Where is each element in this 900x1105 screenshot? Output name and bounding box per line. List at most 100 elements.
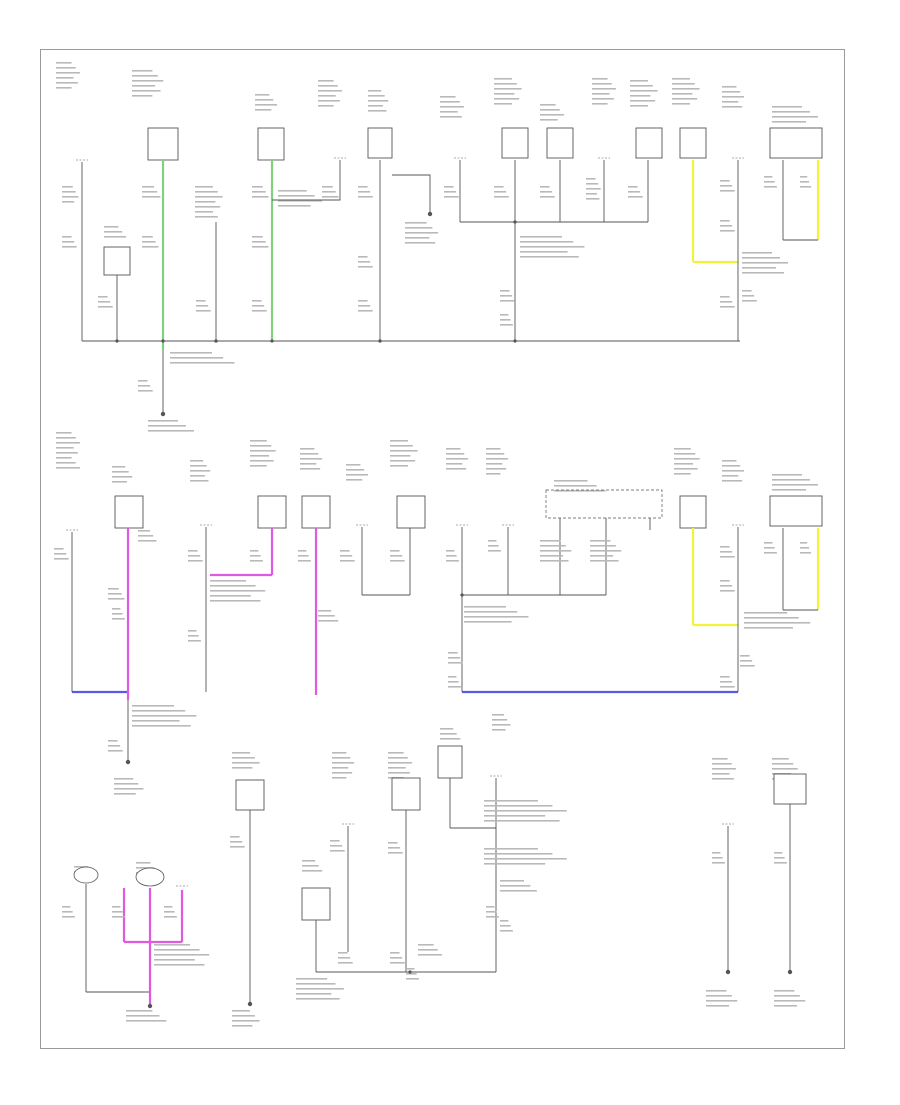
label-text (500, 885, 531, 887)
label-text (540, 196, 555, 198)
label-text (62, 191, 76, 193)
label-text (332, 777, 347, 779)
label-text (464, 616, 529, 618)
label-text (772, 489, 806, 491)
label-text (500, 930, 513, 932)
label-text (540, 550, 572, 552)
label-text (126, 1010, 153, 1012)
label-text (720, 190, 735, 192)
label-text (446, 448, 461, 450)
label-text (446, 453, 465, 455)
label-text (494, 83, 517, 85)
module-outline (545, 489, 663, 519)
label-text (232, 1015, 255, 1017)
label-text (500, 319, 511, 321)
component-box (769, 127, 823, 159)
ground-g201 (125, 759, 131, 765)
label-text (255, 109, 272, 111)
label-text (764, 181, 775, 183)
label-text (62, 201, 75, 203)
label-text (368, 90, 382, 92)
label-text (62, 911, 73, 913)
label-text (390, 460, 416, 462)
label-text (390, 455, 411, 457)
label-text (486, 916, 499, 918)
component-box (367, 127, 393, 159)
label-text (520, 246, 585, 248)
label-text (388, 752, 404, 754)
label-text (112, 916, 125, 918)
label-text (554, 485, 597, 487)
label-text (484, 863, 546, 865)
label-text (196, 310, 211, 312)
label-text (196, 305, 209, 307)
label-text (252, 305, 265, 307)
label-text (720, 220, 730, 222)
label-text (132, 80, 164, 82)
label-text (358, 256, 368, 258)
label-text (486, 906, 495, 908)
label-text (250, 550, 259, 552)
label-text (444, 196, 459, 198)
label-text (586, 178, 596, 180)
label-text (444, 186, 454, 188)
label-text (195, 191, 218, 193)
label-text (720, 585, 733, 587)
label-text (368, 100, 389, 102)
label-text (112, 608, 121, 610)
label-text (250, 460, 274, 462)
component-label (56, 72, 80, 74)
label-text (142, 236, 153, 238)
label-text (112, 481, 127, 483)
label-text (722, 86, 737, 88)
label-text (630, 90, 658, 92)
label-text (484, 815, 546, 817)
label-text (494, 103, 512, 105)
label-text (440, 116, 462, 118)
label-text (56, 442, 80, 444)
label-text (252, 191, 266, 193)
label-text (195, 216, 218, 218)
label-text (255, 94, 270, 96)
label-text (302, 865, 319, 867)
label-text (104, 236, 127, 238)
label-text (322, 196, 339, 198)
label-text (108, 593, 122, 595)
label-text (764, 552, 777, 554)
label-text (154, 949, 200, 951)
label-text (494, 88, 522, 90)
label-text (800, 186, 812, 188)
label-text (772, 763, 794, 765)
label-text (520, 241, 574, 243)
label-text (252, 241, 266, 243)
label-text (296, 978, 328, 980)
label-text (744, 612, 788, 614)
label-text (494, 191, 507, 193)
label-text (114, 793, 136, 795)
label-text (630, 85, 653, 87)
label-text (446, 560, 459, 562)
label-text (188, 640, 201, 642)
splice-dot (513, 339, 517, 343)
label-text (484, 800, 538, 802)
label-text (590, 555, 614, 557)
label-text (494, 93, 515, 95)
label-text (108, 745, 121, 747)
label-text (720, 686, 735, 688)
label-text (492, 724, 511, 726)
label-text (338, 962, 353, 964)
label-text (358, 305, 371, 307)
label-text (132, 715, 197, 717)
label-text (56, 467, 80, 469)
label-text (188, 635, 199, 637)
label-text (720, 230, 735, 232)
label-text (250, 440, 267, 442)
label-text (486, 458, 509, 460)
label-text (74, 866, 89, 868)
label-text (586, 193, 597, 195)
label-text (330, 845, 343, 847)
label-text (720, 306, 735, 308)
component-box (301, 887, 331, 921)
label-text (706, 1005, 730, 1007)
label-text (488, 540, 497, 542)
